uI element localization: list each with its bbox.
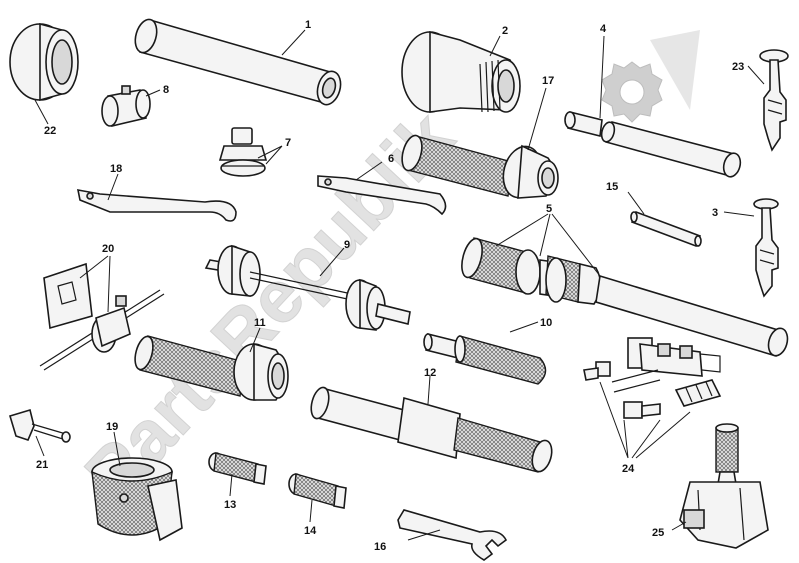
part-label-1: 1 <box>305 19 311 31</box>
part-label-5: 5 <box>546 203 552 215</box>
part-label-2: 2 <box>502 25 508 37</box>
tool-puller-25 <box>671 423 769 549</box>
part-label-7: 7 <box>285 137 291 149</box>
part-label-12: 12 <box>424 367 436 379</box>
tool-hook-spanner-6 <box>317 161 447 216</box>
part-label-3: 3 <box>712 207 718 219</box>
tool-plate-clamp-20 <box>39 255 165 371</box>
part-label-17: 17 <box>542 75 554 87</box>
part-label-9: 9 <box>344 239 350 251</box>
tool-clip-23 <box>747 49 789 152</box>
part-label-13: 13 <box>224 499 236 511</box>
watermark: PartsRepublik <box>68 30 700 516</box>
tool-clip-3 <box>723 198 779 298</box>
tool-ring <box>9 22 79 125</box>
part-label-16: 16 <box>374 541 386 553</box>
part-labels: 1 2 3 4 5 6 7 8 9 10 11 12 13 14 15 16 1… <box>36 19 744 553</box>
tool-long-tube <box>134 18 342 106</box>
tool-pin-14 <box>288 473 347 523</box>
tool-knurled-tube-11 <box>134 327 289 401</box>
part-label-25: 25 <box>652 527 664 539</box>
tool-knurled-tube-17 <box>401 87 559 199</box>
tool-nut-19 <box>91 431 183 542</box>
tool-bell <box>401 30 521 113</box>
part-label-15: 15 <box>606 181 618 193</box>
part-label-24: 24 <box>622 463 635 475</box>
tool-bush <box>101 85 161 127</box>
tool-pin-15 <box>627 191 702 248</box>
tool-kit-24 <box>583 337 722 459</box>
tool-bolt-21 <box>9 408 71 457</box>
part-label-10: 10 <box>540 317 552 329</box>
tool-wrench-16 <box>397 509 508 561</box>
tool-pin-13 <box>208 452 267 497</box>
part-label-18: 18 <box>110 163 122 175</box>
part-label-8: 8 <box>163 84 169 96</box>
part-label-23: 23 <box>732 61 744 73</box>
tool-tube-5 <box>461 213 789 357</box>
tool-bolt-7 <box>218 127 283 177</box>
tool-pin-10 <box>423 321 547 385</box>
part-label-20: 20 <box>102 243 114 255</box>
part-label-21: 21 <box>36 459 48 471</box>
part-label-19: 19 <box>106 421 118 433</box>
part-label-6: 6 <box>388 153 394 165</box>
part-label-4: 4 <box>600 23 607 35</box>
part-label-14: 14 <box>304 525 317 537</box>
tool-axle-9 <box>204 244 411 331</box>
tool-shaft-12 <box>310 375 553 473</box>
tool-rod-4 <box>564 35 742 178</box>
gear-icon <box>601 61 663 123</box>
tool-hook-spanner-18 <box>76 173 237 222</box>
part-label-11: 11 <box>254 317 266 329</box>
part-label-22: 22 <box>44 125 56 137</box>
